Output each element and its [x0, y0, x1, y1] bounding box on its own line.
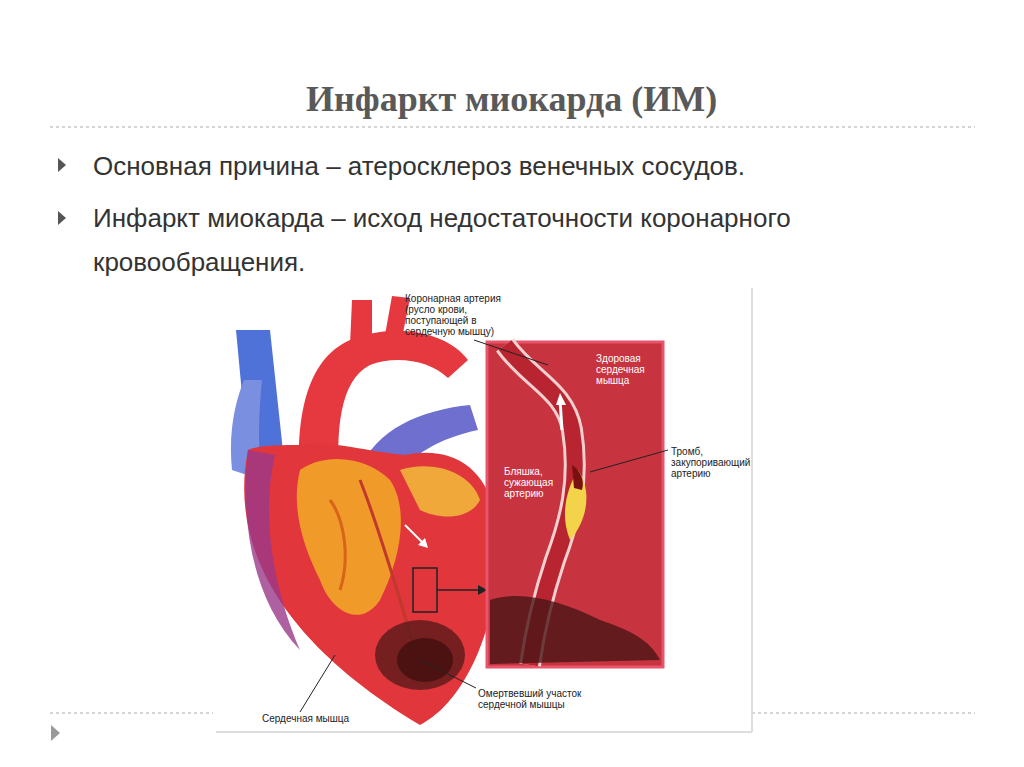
part-label: Омертвевший участок сердечной мышцы — [478, 688, 598, 710]
part-label: Тромб, закупоривающий артерию — [671, 446, 751, 479]
part-label: Здоровая сердечная мышца — [596, 353, 660, 386]
part-label: Сердечная мышца — [262, 713, 382, 724]
part-label: Бляшка, сужающая артерию — [504, 466, 566, 499]
bullet-text: Инфаркт миокарда – исход недостаточности… — [93, 196, 813, 284]
bullet-text: Основная причина – атеросклероз венечных… — [93, 144, 973, 188]
part-label: Коронарная артерия (русло крови, поступа… — [405, 293, 525, 337]
slide-title: Инфаркт миокарда (ИМ) — [306, 78, 717, 120]
